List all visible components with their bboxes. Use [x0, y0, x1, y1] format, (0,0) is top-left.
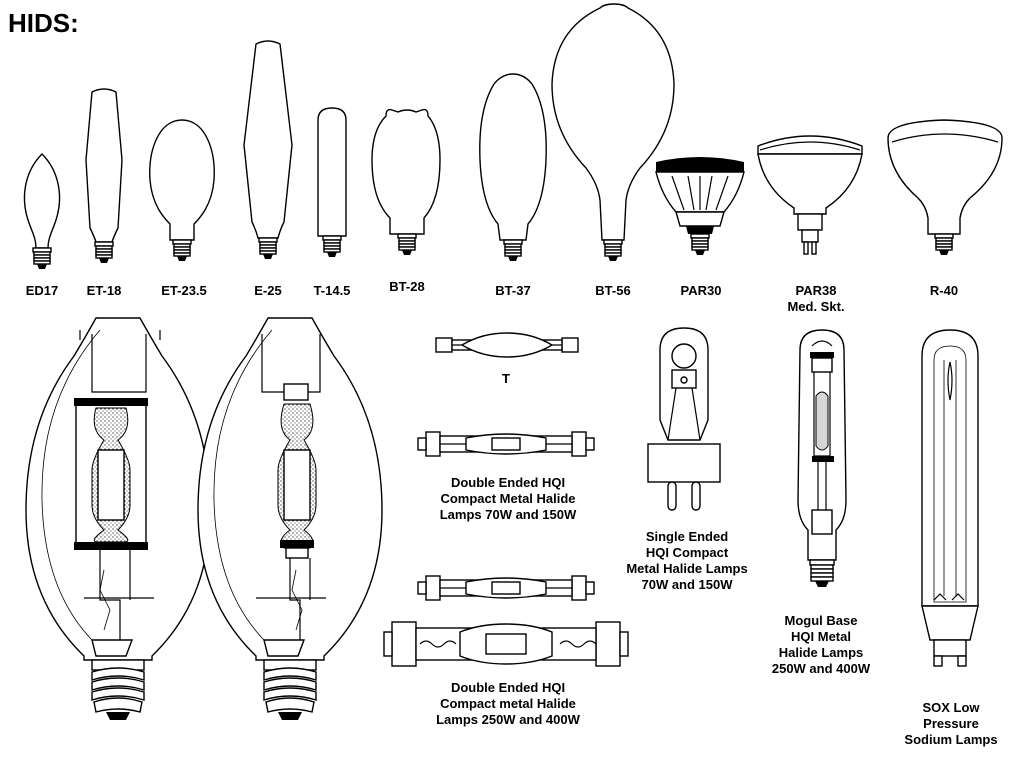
- label-bt37: BT-37: [495, 283, 531, 298]
- lamp-bt37: [479, 73, 547, 262]
- page-title: HIDS:: [8, 8, 79, 38]
- lamp-se-hqi: [647, 327, 721, 511]
- label-par30: PAR30: [680, 283, 722, 298]
- label-se-hqi: Single Ended HQI Compact Metal Halide La…: [626, 529, 748, 592]
- label-sox: SOX Low Pressure Sodium Lamps: [904, 700, 998, 747]
- label-t145: T-14.5: [313, 283, 351, 298]
- lamp-e25: [243, 40, 293, 260]
- label-bt28: BT-28: [389, 279, 425, 294]
- label-et18: ET-18: [86, 283, 122, 298]
- lamp-bt56: [551, 3, 675, 262]
- lamp-mh-ed-2: [197, 317, 383, 721]
- lamp-et18: [85, 88, 123, 264]
- label-t: T: [502, 371, 510, 386]
- label-e25: E-25: [254, 283, 282, 298]
- lamp-de-hqi-mid: [417, 575, 595, 601]
- lamp-ed17: [23, 153, 61, 270]
- lamp-sox: [921, 329, 979, 667]
- label-par38: PAR38 Med. Skt.: [787, 283, 845, 314]
- lamp-bt28: [371, 108, 441, 256]
- lamp-par30: [655, 157, 745, 256]
- lamp-mh-ed-1: [25, 317, 211, 721]
- label-r40: R-40: [929, 283, 959, 298]
- label-de-large: Double Ended HQI Compact metal Halide La…: [436, 680, 580, 727]
- lamp-de-hqi-small: [417, 431, 595, 457]
- label-de-small: Double Ended HQI Compact Metal Halide La…: [439, 475, 577, 522]
- lamp-de-hqi-large: [383, 621, 629, 667]
- label-mogul-hqi: Mogul Base HQI Metal Halide Lamps 250W a…: [771, 613, 871, 676]
- lamp-mogul-hqi: [797, 329, 847, 588]
- lamp-t-double-ended: [435, 332, 579, 358]
- label-bt56: BT-56: [595, 283, 631, 298]
- lamp-et235: [149, 119, 215, 262]
- label-et235: ET-23.5: [161, 283, 207, 298]
- lamp-t145: [317, 107, 347, 258]
- label-ed17: ED17: [25, 283, 59, 298]
- lamp-par38: [757, 135, 863, 255]
- lamp-r40: [887, 119, 1003, 256]
